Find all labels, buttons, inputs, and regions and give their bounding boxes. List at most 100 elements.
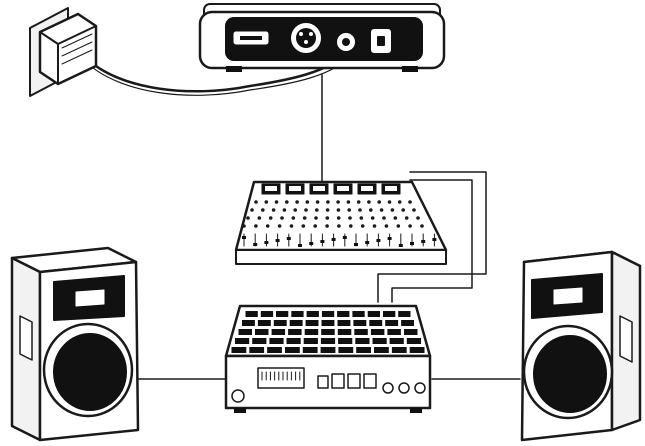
mixer-knob	[382, 216, 386, 220]
amp-vent-slot	[356, 347, 371, 353]
mixer-to-amp-cable-inner	[391, 179, 473, 303]
mixer-knob	[315, 208, 319, 212]
mixer-knob	[295, 200, 299, 204]
fader-cap	[432, 238, 437, 241]
fader-cap	[365, 241, 370, 244]
mixer-knob	[347, 208, 352, 212]
fader-cap	[298, 244, 302, 247]
amp-vent-slot	[409, 347, 425, 353]
mixer-knob	[325, 208, 330, 212]
mixer-base	[235, 249, 447, 265]
power-adapter	[29, 7, 98, 97]
vu-meter-face	[361, 186, 373, 191]
fader-cap	[242, 236, 246, 239]
amp-power-button	[231, 389, 245, 403]
xlr-inner	[296, 28, 316, 48]
fader-cap	[421, 240, 426, 243]
amp-vent-slot	[288, 329, 302, 335]
amp-vent-slot	[271, 329, 286, 335]
fader-cap	[253, 243, 258, 246]
mixer-knob	[346, 200, 351, 204]
amp-vent-slot	[391, 347, 407, 353]
mixer-knob-grid	[242, 200, 424, 228]
amp-knob-1	[382, 382, 394, 394]
amp-vent-slot	[321, 311, 335, 317]
speaker-left-horn-throat	[75, 289, 105, 307]
amp-vent-slot	[337, 329, 352, 335]
mixer-knob	[408, 224, 412, 228]
amp-vent-slot	[385, 320, 399, 326]
amp-vent-slot	[389, 338, 404, 344]
amp-switch-2	[331, 373, 345, 389]
amp-vent-slot	[291, 311, 304, 317]
mixer-knob	[265, 224, 270, 228]
mixer-knob	[401, 208, 406, 212]
power-amplifier	[224, 304, 432, 413]
mixer-knob	[291, 216, 296, 220]
fader-cap	[398, 244, 403, 247]
mixer-knob	[370, 216, 375, 220]
mixer-knob	[326, 200, 330, 204]
mixer-knob	[377, 200, 382, 204]
mixing-console	[234, 180, 448, 265]
amp-vent-slot	[276, 311, 289, 317]
amp-vent-slot	[354, 329, 368, 335]
fader-cap	[354, 243, 358, 246]
amp-vent-slot	[267, 347, 282, 353]
mixer-knob	[254, 224, 258, 228]
mixer-knob	[359, 216, 364, 220]
amp-vent-slot	[269, 338, 284, 344]
amp-vent-slot	[337, 320, 351, 326]
mixer-knob	[349, 224, 353, 228]
fader-cap	[264, 241, 269, 244]
amp-vent-slot	[404, 329, 418, 335]
mixer-knob	[325, 216, 330, 220]
dc-power-socket-hole	[377, 36, 385, 46]
mixer-knob	[336, 208, 341, 212]
amp-vent-slot	[257, 320, 271, 326]
mixer-knob	[274, 200, 279, 204]
amp-vent-slot	[387, 329, 401, 335]
amp-vent-slot	[304, 329, 319, 335]
adapter-body-front	[38, 12, 98, 86]
mixer-knob	[305, 200, 310, 204]
amp-switch-3	[347, 373, 361, 389]
mixer-knob	[387, 200, 392, 204]
xlr-pin-3	[304, 40, 308, 44]
amp-vent-slot	[249, 347, 265, 353]
xlr-pin-2	[309, 32, 313, 36]
mixer-knob	[301, 224, 306, 228]
mixer-knob	[356, 200, 361, 204]
amp-vent-slot	[320, 338, 336, 344]
mixer-knob	[390, 208, 395, 212]
amp-switch-4	[363, 373, 377, 389]
amp-vent-slot	[260, 311, 274, 317]
fader-cap	[410, 242, 414, 245]
amp-vent-slot	[286, 338, 301, 344]
mixer-knob	[246, 216, 250, 220]
fader-cap	[320, 240, 325, 243]
mixer-knob	[408, 200, 412, 204]
mixer-knob	[289, 224, 294, 228]
vu-meter-face	[313, 186, 325, 191]
usb-port-slot	[240, 36, 262, 40]
mixer-knob	[268, 216, 273, 220]
amp-vent-slot	[401, 320, 414, 326]
mixer-knob	[280, 216, 284, 220]
amp-vent-slot	[235, 338, 250, 344]
speaker-right-horn-throat	[553, 287, 583, 305]
amp-vent-slot	[306, 311, 319, 317]
adapter-ribs	[61, 33, 93, 65]
mixer-knob	[384, 224, 389, 228]
amp-vent-slot	[303, 338, 318, 344]
mixer-knob	[314, 216, 318, 220]
interface-box	[198, 3, 446, 72]
amp-vent-slot	[285, 347, 300, 353]
fader-cap	[286, 237, 291, 240]
mixer-knob	[360, 224, 365, 228]
amp-vent-slot	[338, 338, 353, 344]
amp-vent-slot	[321, 329, 335, 335]
mixer-knob	[325, 224, 329, 228]
